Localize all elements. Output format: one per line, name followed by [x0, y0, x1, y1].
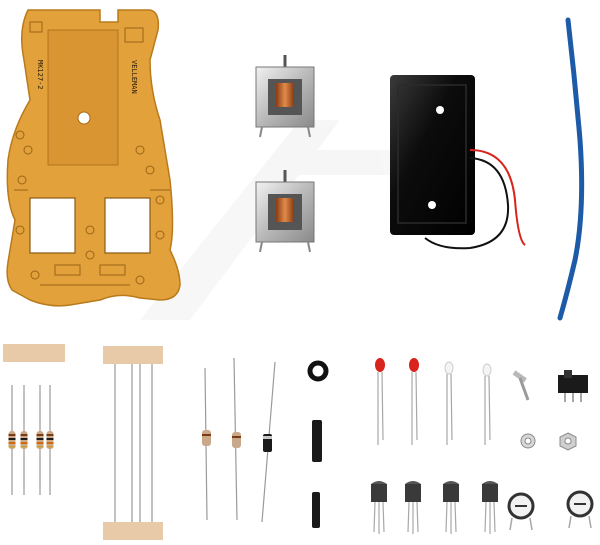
- watermark-graphic: [140, 120, 420, 320]
- diode: [232, 357, 241, 521]
- red-led: [375, 358, 385, 445]
- diode: [202, 367, 211, 521]
- dc-motor: [255, 170, 315, 253]
- screw: [512, 370, 530, 401]
- nut: [559, 432, 577, 451]
- photo-diode: [482, 363, 492, 445]
- trimmer-potentiometer: [566, 490, 594, 529]
- slide-switch: [558, 370, 588, 402]
- rubber-ring: [307, 360, 329, 382]
- red-led: [409, 358, 419, 445]
- trimmer-potentiometer: [507, 492, 535, 531]
- diode: [261, 361, 276, 523]
- pcb-brand-label: VELLEMAN: [130, 60, 138, 94]
- transistor: [481, 480, 499, 535]
- resistor-strip-4: [3, 344, 65, 496]
- transistor: [370, 480, 388, 535]
- transistor: [404, 480, 422, 535]
- heat-shrink-tube: [557, 17, 585, 321]
- photo-diode: [444, 361, 454, 445]
- pcb-model-label: MK127-2: [36, 60, 44, 90]
- resistor-strip-2: [103, 346, 163, 540]
- pcb-board: VELLEMAN MK127-2: [6, 9, 181, 307]
- ir-diode: [312, 420, 322, 528]
- transistor: [442, 480, 460, 535]
- washer: [520, 433, 536, 449]
- battery-holder: [390, 75, 526, 250]
- dc-motor: [255, 55, 315, 138]
